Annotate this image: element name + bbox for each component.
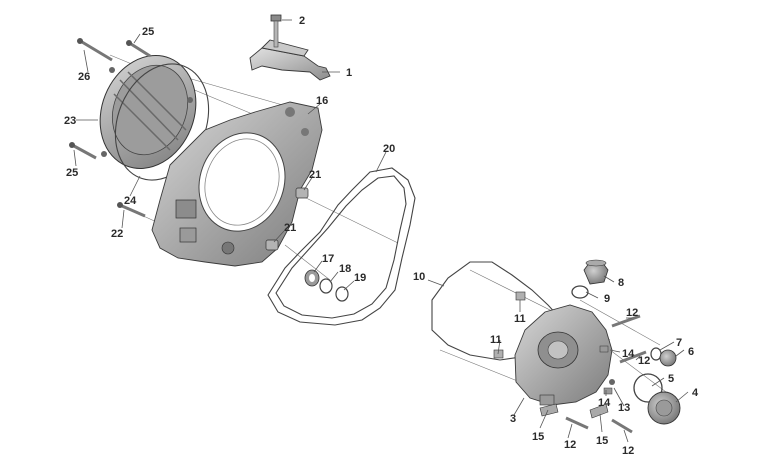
part-nut-6 [659, 349, 677, 367]
callout-5: 5 [668, 373, 674, 385]
callout-12c: 12 [564, 439, 576, 451]
callout-12a: 12 [626, 307, 638, 319]
leader-lines [73, 19, 689, 443]
callout-26: 26 [78, 71, 90, 83]
callout-18: 18 [339, 263, 351, 275]
callout-20: 20 [383, 143, 395, 155]
part-small-13-15 [539, 345, 615, 419]
callout-25a: 25 [142, 26, 154, 38]
callout-12d: 12 [622, 445, 634, 457]
callout-9: 9 [604, 293, 610, 305]
part-large-gasket [267, 167, 416, 326]
callout-3: 3 [510, 413, 516, 425]
callout-12b: 12 [638, 355, 650, 367]
part-clutch-housing [151, 101, 323, 267]
part-bolts-12 [565, 314, 647, 434]
part-small-bolts [69, 38, 151, 218]
callout-21b: 21 [284, 222, 296, 234]
part-pump-cover [514, 304, 613, 406]
callout-1: 1 [346, 67, 352, 79]
callout-10: 10 [413, 271, 425, 283]
callout-8: 8 [618, 277, 624, 289]
part-oring-5 [633, 373, 663, 403]
callout-24: 24 [124, 195, 137, 207]
callout-6: 6 [688, 346, 694, 358]
part-oring-7 [650, 347, 662, 361]
part-seals-17-19 [304, 269, 349, 302]
callout-21a: 21 [309, 169, 321, 181]
part-cap-4 [647, 391, 681, 425]
part-bracket [249, 39, 331, 81]
callouts: 1 2 3 4 5 6 7 8 9 10 11 11 12 12 12 12 1… [64, 15, 699, 457]
callout-23: 23 [64, 115, 76, 127]
part-cap-8 [583, 259, 609, 285]
callout-19: 19 [354, 272, 366, 284]
callout-11b: 11 [490, 334, 502, 346]
callout-22: 22 [111, 228, 123, 240]
callout-14a: 14 [622, 348, 635, 360]
callout-2: 2 [299, 15, 305, 27]
callout-4: 4 [692, 387, 699, 399]
part-outer-cover [99, 55, 197, 169]
callout-15a: 15 [532, 431, 544, 443]
callout-11a: 11 [514, 313, 526, 325]
part-dowels-21 [265, 187, 309, 251]
callout-25b: 25 [66, 167, 78, 179]
callout-14b: 14 [598, 397, 611, 409]
callout-16: 16 [316, 95, 328, 107]
callout-7: 7 [676, 337, 682, 349]
callout-13: 13 [618, 402, 630, 414]
callout-17: 17 [322, 253, 334, 265]
callout-15b: 15 [596, 435, 608, 447]
part-bolt-2 [270, 14, 282, 48]
part-oring-9 [571, 285, 589, 299]
